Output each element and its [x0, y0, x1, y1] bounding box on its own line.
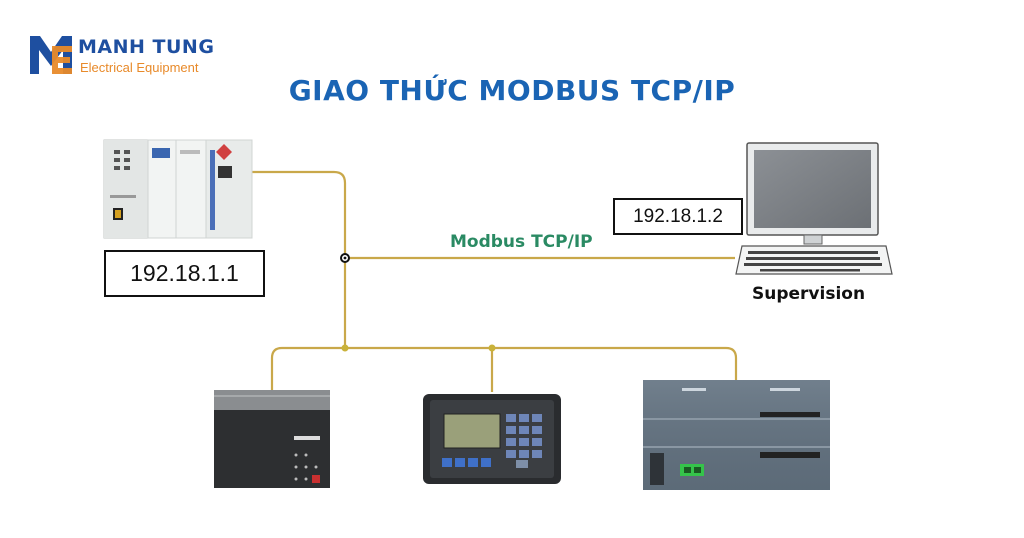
power-meter-icon: [214, 390, 330, 488]
supervision-ip-box: 192.18.1.2: [613, 198, 743, 235]
io-module-icon: [643, 380, 830, 490]
network-cables: [250, 170, 738, 392]
brand-name: MANH TUNG: [78, 36, 215, 58]
brand-subtitle: Electrical Equipment: [80, 60, 199, 75]
page-title: GIAO THỨC MODBUS TCP/IP: [288, 74, 736, 107]
protocol-label: Modbus TCP/IP: [450, 232, 593, 252]
supervision-ip-address: 192.18.1.2: [633, 205, 723, 227]
plc-ip-address: 192.18.1.1: [130, 260, 239, 286]
plc-controller-icon: [103, 139, 253, 239]
junction-node: [488, 344, 496, 352]
hmi-keypad-panel-icon: [423, 394, 561, 484]
plc-ip-box: 192.18.1.1: [104, 250, 265, 297]
mt-monogram-icon: [30, 36, 72, 74]
junction-node: [341, 344, 349, 352]
computer-workstation-icon: [735, 142, 893, 275]
supervision-label: Supervision: [752, 284, 866, 304]
